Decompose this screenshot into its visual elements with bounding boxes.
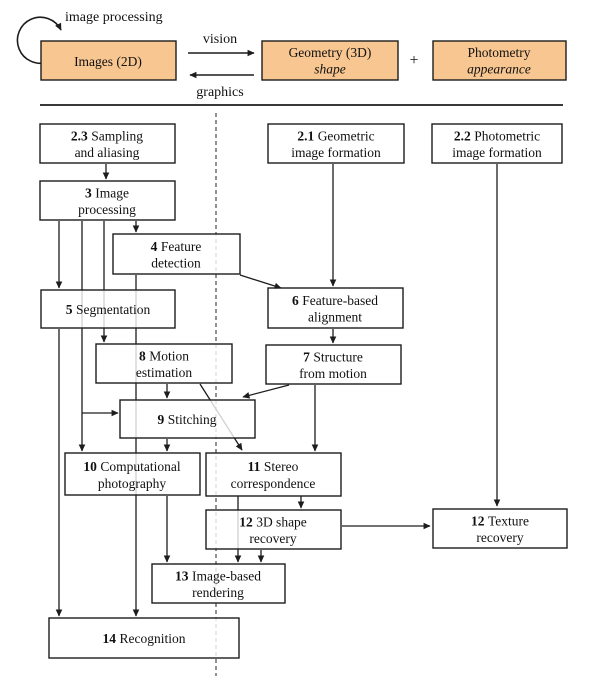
svg-text:recovery: recovery <box>476 530 523 545</box>
geo-formation-box <box>267 123 405 164</box>
feature-alignment-box <box>267 287 404 329</box>
svg-text:rendering: rendering <box>192 585 244 600</box>
ibr-box <box>151 563 286 604</box>
plus-sign: + <box>409 52 418 69</box>
images-2d-label: Images (2D) <box>74 54 142 69</box>
stereo-box <box>205 452 342 497</box>
recognition-box <box>48 617 240 659</box>
arrow-feature-detection-to-feature-alignment <box>239 274 282 290</box>
image-processing-loop-label: image processing <box>65 10 163 25</box>
graphics-label: graphics <box>196 85 243 100</box>
svg-text:detection: detection <box>151 256 201 271</box>
svg-text:image formation: image formation <box>291 145 381 160</box>
node-geometry-3d: Geometry (3D) shape <box>261 40 399 81</box>
svg-text:image formation: image formation <box>452 145 542 160</box>
svg-text:processing: processing <box>78 202 136 217</box>
svg-text:correspondence: correspondence <box>231 476 316 491</box>
segmentation-box <box>40 289 176 329</box>
shape-recovery-box <box>205 509 342 550</box>
svg-text:from motion: from motion <box>299 366 367 381</box>
texture-recovery-box <box>432 508 568 549</box>
svg-text:and aliasing: and aliasing <box>75 145 140 160</box>
svg-text:estimation: estimation <box>136 365 192 380</box>
connectors <box>16 16 563 676</box>
self-loop-arrow <box>16 16 62 65</box>
stitching-box <box>119 399 256 439</box>
arrow-structure-motion-to-stitching <box>242 384 290 399</box>
node-images-2d: Images (2D) <box>40 40 177 81</box>
comp-photography-box <box>64 452 201 496</box>
photo-formation-box <box>431 123 563 164</box>
structure-motion-box <box>265 344 402 385</box>
photometry-box <box>432 40 567 81</box>
svg-text:recovery: recovery <box>249 531 296 546</box>
geometry-3d-box <box>261 40 399 81</box>
sampling-box <box>39 123 176 164</box>
motion-estimation-box <box>95 343 233 384</box>
geometry-shape-label: shape <box>314 62 346 77</box>
photometry-appearance-label: appearance <box>467 62 531 77</box>
photometry-label: Photometry <box>468 45 531 60</box>
images-2d-box <box>40 40 177 81</box>
svg-text:alignment: alignment <box>308 310 362 325</box>
vision-label: vision <box>203 32 237 47</box>
svg-text:photography: photography <box>98 476 166 491</box>
geometry-3d-label: Geometry (3D) <box>289 45 372 60</box>
node-photometry: Photometry appearance <box>432 40 567 81</box>
feature-detection-box <box>112 233 241 275</box>
image-processing-box <box>39 180 176 221</box>
